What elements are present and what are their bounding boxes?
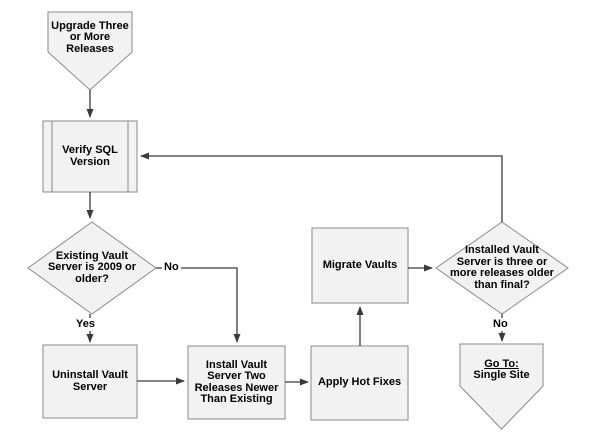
decision-final-shape [435, 221, 569, 315]
offpage-connector-start-shape [47, 11, 133, 91]
process-apply-hot-fixes-shape [310, 345, 409, 421]
offpage-connector-goto-shape [459, 343, 544, 430]
predefined-process-verify-sql-shape [42, 120, 138, 193]
connector-decision2009-no-to-install [156, 267, 241, 343]
process-install-shape [187, 345, 286, 420]
process-migrate-vaults-shape [311, 227, 409, 304]
decision-2009-shape [27, 221, 157, 315]
connector-decisionfinal-loop-to-verify [140, 152, 503, 222]
process-uninstall-shape [42, 344, 138, 419]
